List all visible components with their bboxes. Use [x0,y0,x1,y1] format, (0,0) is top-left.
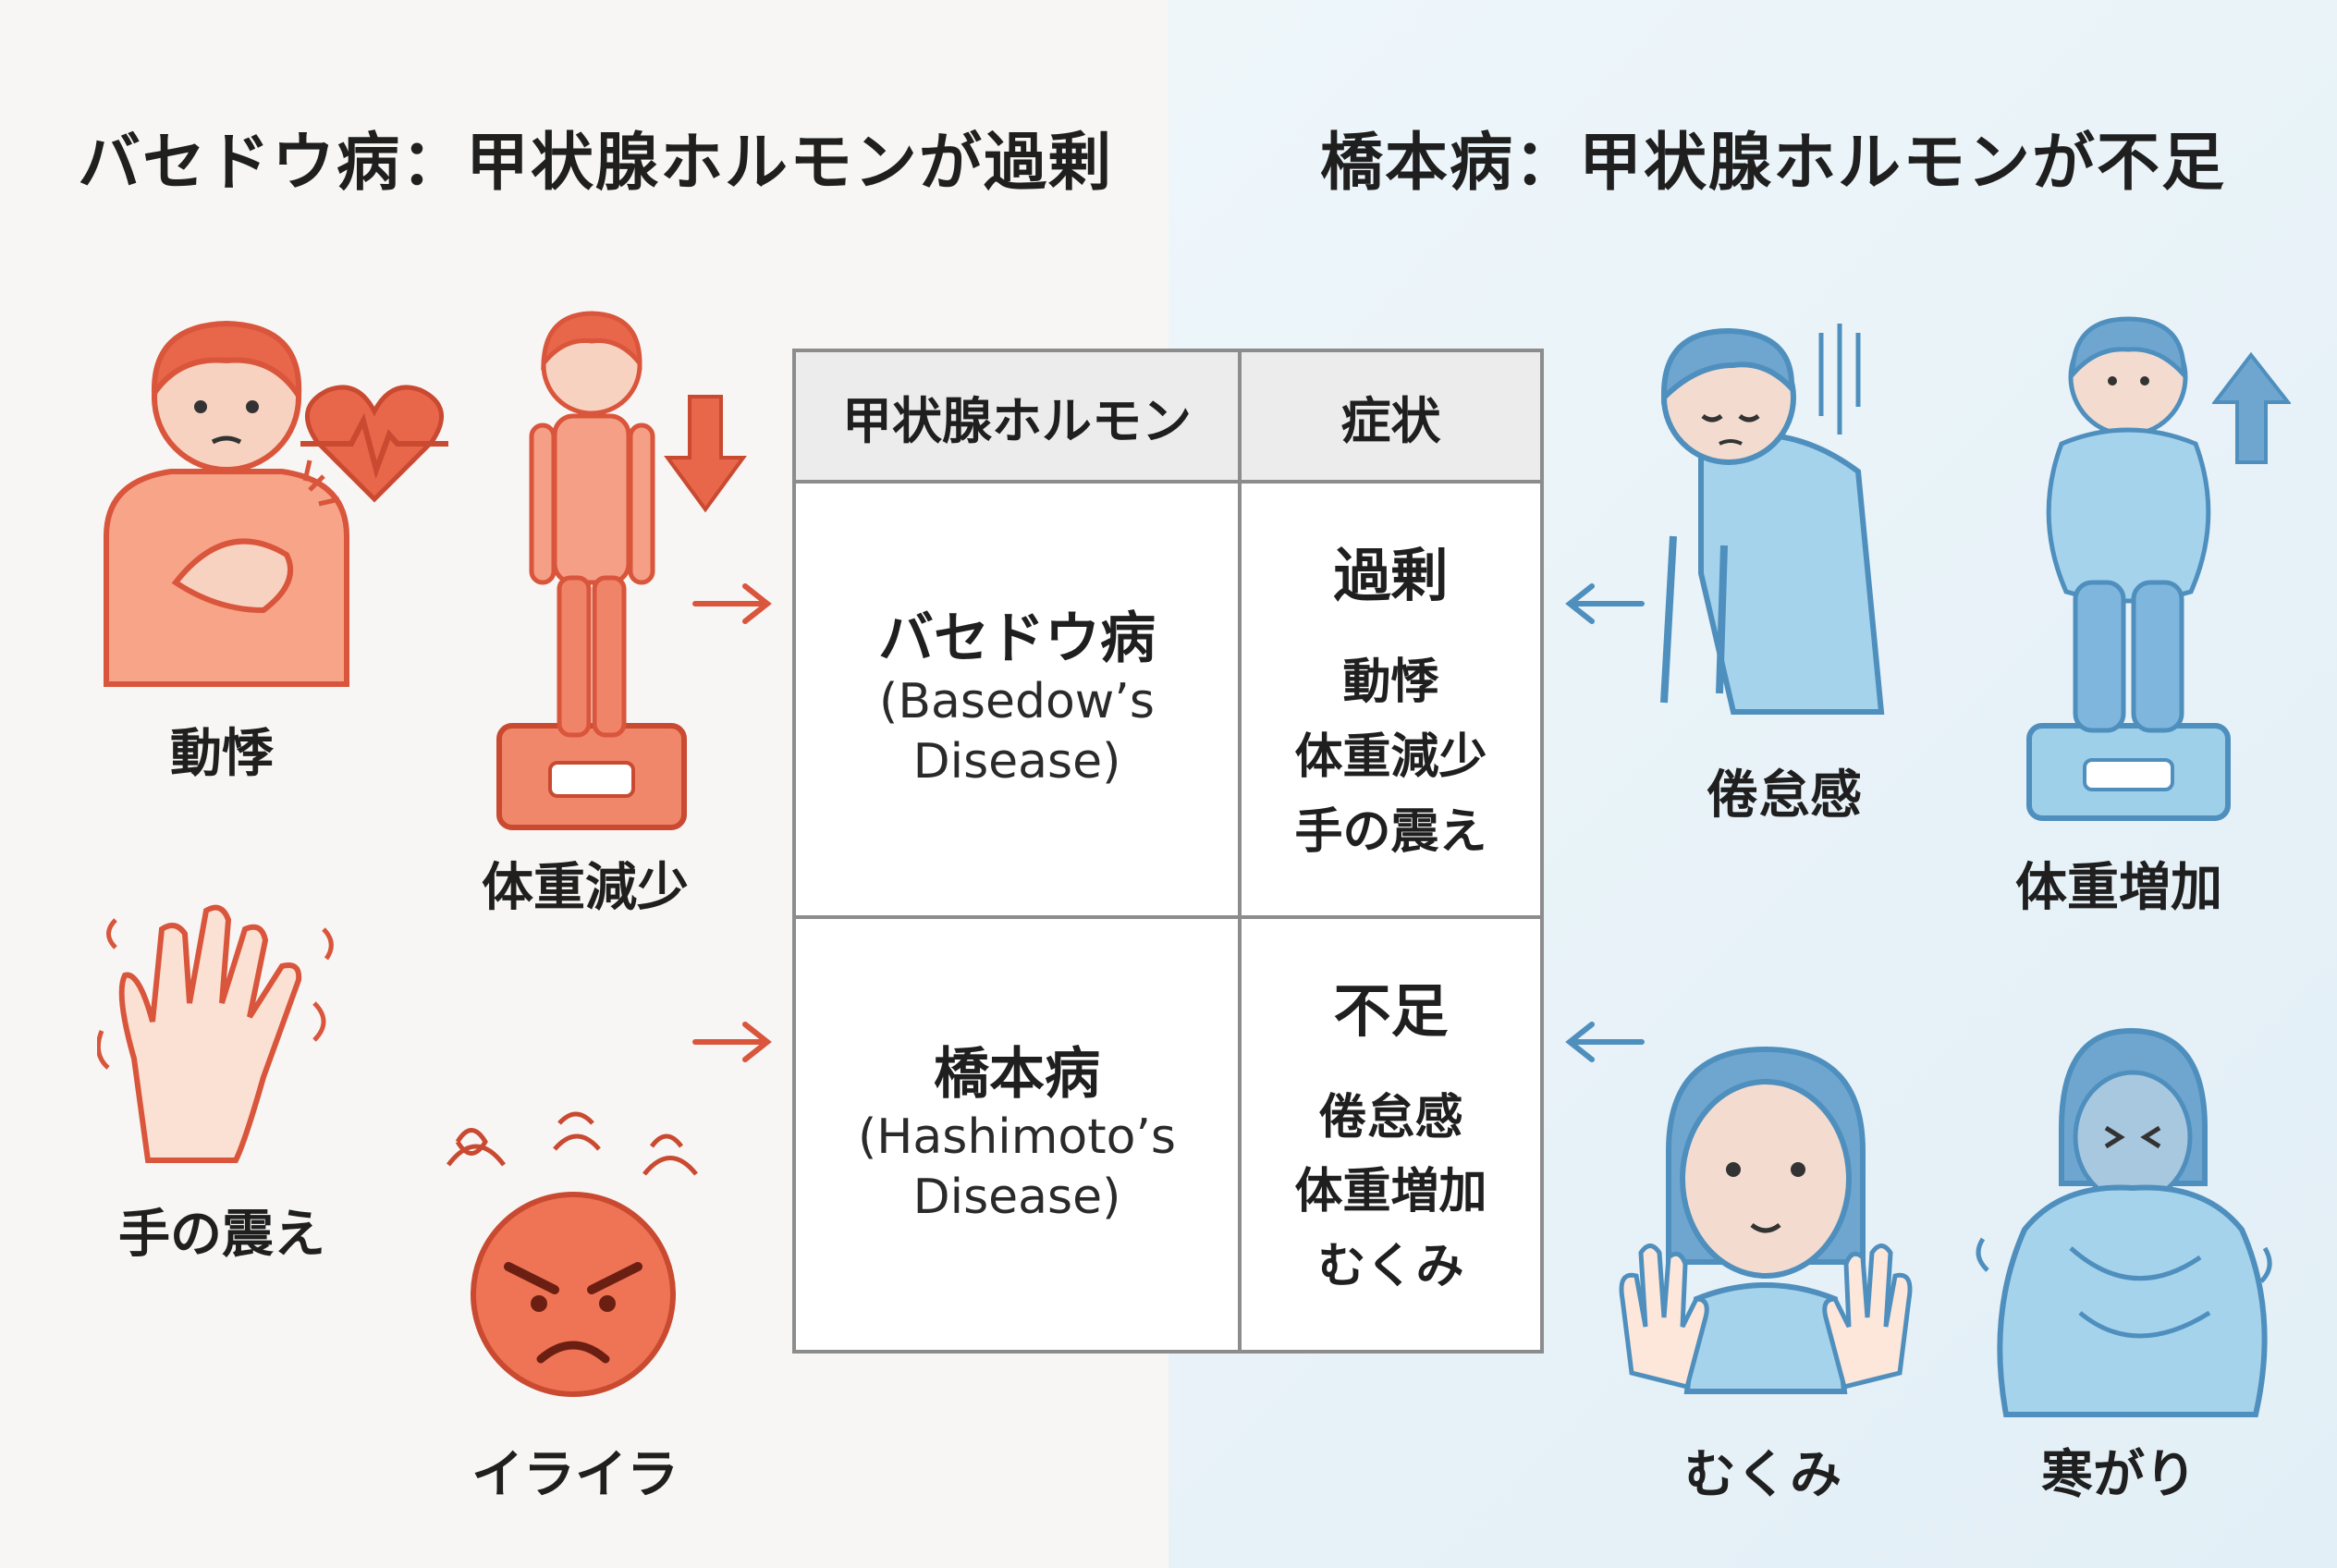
symptom-item: 手の震え [1294,803,1487,860]
label-weight-loss: 体重減少 [482,858,689,918]
disease-cell: バセドウ病 (Basedow’s Disease) [792,480,1242,919]
label-weight-gain: 体重増加 [2015,858,2222,918]
symptom-item: 動悸 [1342,655,1439,711]
label-palpitation: 動悸 [170,724,274,784]
arrow-left-bottom-icon [1565,1022,1645,1062]
cold-person-blanket-icon [1976,1027,2272,1417]
fatigue-person-icon [1660,324,1885,715]
hormone-level: 不足 [1333,976,1449,1045]
heart-icon [300,385,448,503]
disease-english-line: Disease) [912,1169,1121,1225]
label-fatigue: 倦怠感 [1707,766,1862,826]
weight-gain-person-icon [2026,316,2231,821]
heading-hashimoto: 橋本病：甲状腺ホルモンが不足 [1320,127,2227,200]
disease-english-line: (Hashimoto’s [857,1109,1177,1165]
hormone-level: 過剰 [1333,542,1449,610]
table-row: 橋本病 (Hashimoto’s Disease) 不足 倦怠感 体重増加 むく… [792,914,1544,1354]
label-swelling: むくみ [1683,1445,1842,1505]
shaking-hand-icon [97,904,334,1163]
table-row: バセドウ病 (Basedow’s Disease) 過剰 動悸 体重減少 手の震… [792,480,1544,919]
comparison-table: 甲状腺ホルモン 症状 バセドウ病 (Basedow’s Disease) 過剰 … [792,349,1544,1354]
disease-english-line: (Basedow’s [879,674,1155,730]
table-header-row: 甲状腺ホルモン 症状 [792,349,1544,484]
header-hormone: 甲状腺ホルモン [792,349,1242,484]
palpitation-person-icon [104,320,349,687]
disease-cell: 橋本病 (Hashimoto’s Disease) [792,914,1242,1354]
header-symptoms: 症状 [1238,349,1544,484]
label-cold-sensitivity: 寒がり [2041,1445,2196,1505]
symptom-item: 体重減少 [1294,729,1487,785]
arrow-up-icon [2212,351,2291,464]
swelling-person-icon [1619,1046,1913,1394]
symptom-cell: 過剰 動悸 体重減少 手の震え [1238,480,1544,919]
arrow-down-icon [664,395,747,513]
symptom-item: 体重増加 [1294,1164,1487,1220]
symptom-item: 倦怠感 [1318,1089,1463,1145]
disease-name: バセドウ病 [878,606,1156,672]
weight-loss-person-icon [496,311,687,830]
symptom-cell: 不足 倦怠感 体重増加 むくみ [1238,914,1544,1354]
label-irritability: イライラ [471,1445,679,1505]
heading-basedow: バセドウ病：甲状腺ホルモンが過剰 [78,127,1114,200]
angry-face-icon [447,1111,698,1397]
disease-english-line: Disease) [912,734,1121,790]
arrow-right-bottom-icon [692,1022,772,1062]
disease-name: 橋本病 [934,1041,1100,1107]
label-tremor: 手の震え [118,1205,325,1265]
symptom-item: むくみ [1317,1239,1464,1295]
arrow-left-top-icon [1565,583,1645,624]
arrow-right-top-icon [692,583,772,624]
